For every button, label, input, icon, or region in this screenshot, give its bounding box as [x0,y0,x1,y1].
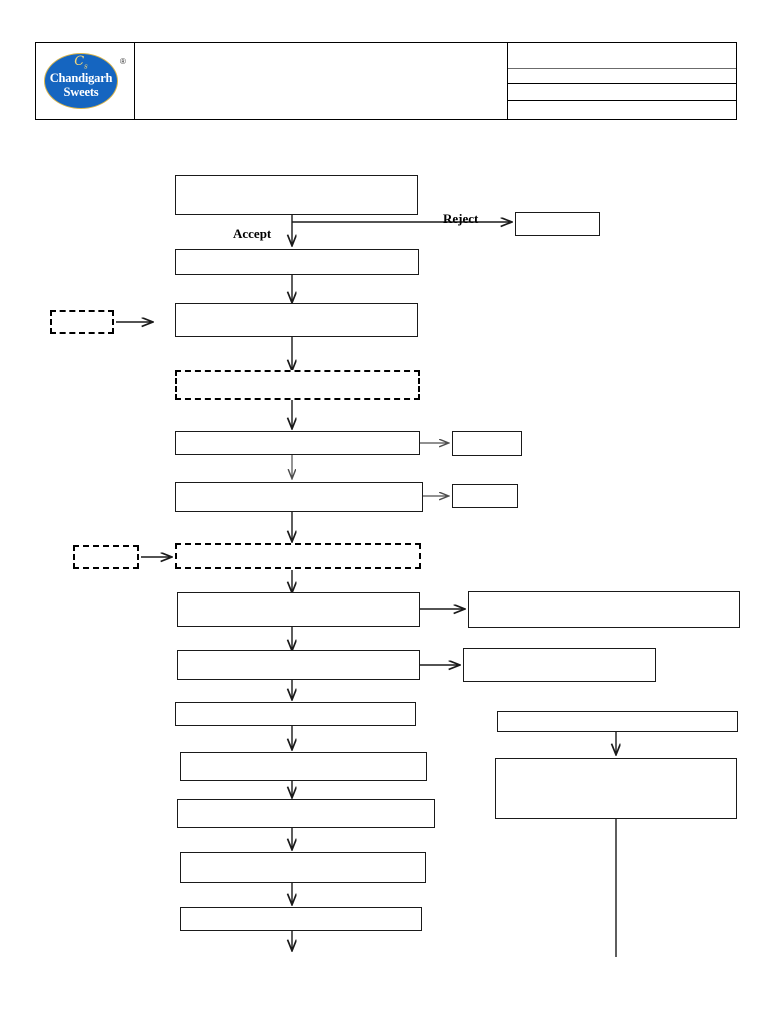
flow-input-1[interactable] [50,310,114,334]
flow-step-14[interactable] [180,907,422,931]
flow-step-7[interactable] [175,543,421,569]
flow-step-2[interactable] [175,249,419,275]
letterhead-meta-row [508,69,736,85]
letterhead-table: Cs Chandigarh Sweets ® [35,42,737,120]
logo-ellipse-shape [44,53,118,109]
edge-label-reject: Reject [443,211,479,226]
logo-monogram-letter: C [74,54,85,69]
flow-input-2[interactable] [73,545,139,569]
letterhead-meta-row [508,84,736,102]
letterhead-title-cell [135,43,508,119]
flow-step-5[interactable] [175,431,420,455]
flow-step-13[interactable] [180,852,426,883]
flow-output-1[interactable] [452,431,522,456]
letterhead-logo-cell: Cs Chandigarh Sweets ® [36,43,135,119]
flow-output-4[interactable] [463,648,656,682]
letterhead-meta-cell [508,43,736,119]
flow-step-12[interactable] [177,799,435,828]
flow-step-11[interactable] [180,752,427,781]
registered-trademark-icon: ® [120,57,126,66]
flow-step-9[interactable] [177,650,420,680]
flow-output-2[interactable] [452,484,518,508]
letterhead-meta-row [508,101,736,119]
flow-branch-head[interactable] [497,711,738,732]
letterhead-meta-row [508,43,736,69]
flow-step-10[interactable] [175,702,416,726]
logo-brand-line-1: Chandigarh [49,71,113,85]
flow-output-3[interactable] [468,591,740,628]
flow-step-8[interactable] [177,592,420,627]
edge-label-accept: Accept [233,226,272,241]
flow-reject-box[interactable] [515,212,600,236]
flow-step-1[interactable] [175,175,418,215]
logo-brand-line-2: Sweets [63,85,99,99]
brand-logo: Cs Chandigarh Sweets ® [42,50,128,112]
logo-monogram-icon: Cs [42,55,120,74]
logo-monogram-subletter: s [84,62,88,71]
flow-step-3[interactable] [175,303,418,337]
flow-step-4[interactable] [175,370,420,400]
flow-branch-body[interactable] [495,758,737,819]
flow-step-6[interactable] [175,482,423,512]
